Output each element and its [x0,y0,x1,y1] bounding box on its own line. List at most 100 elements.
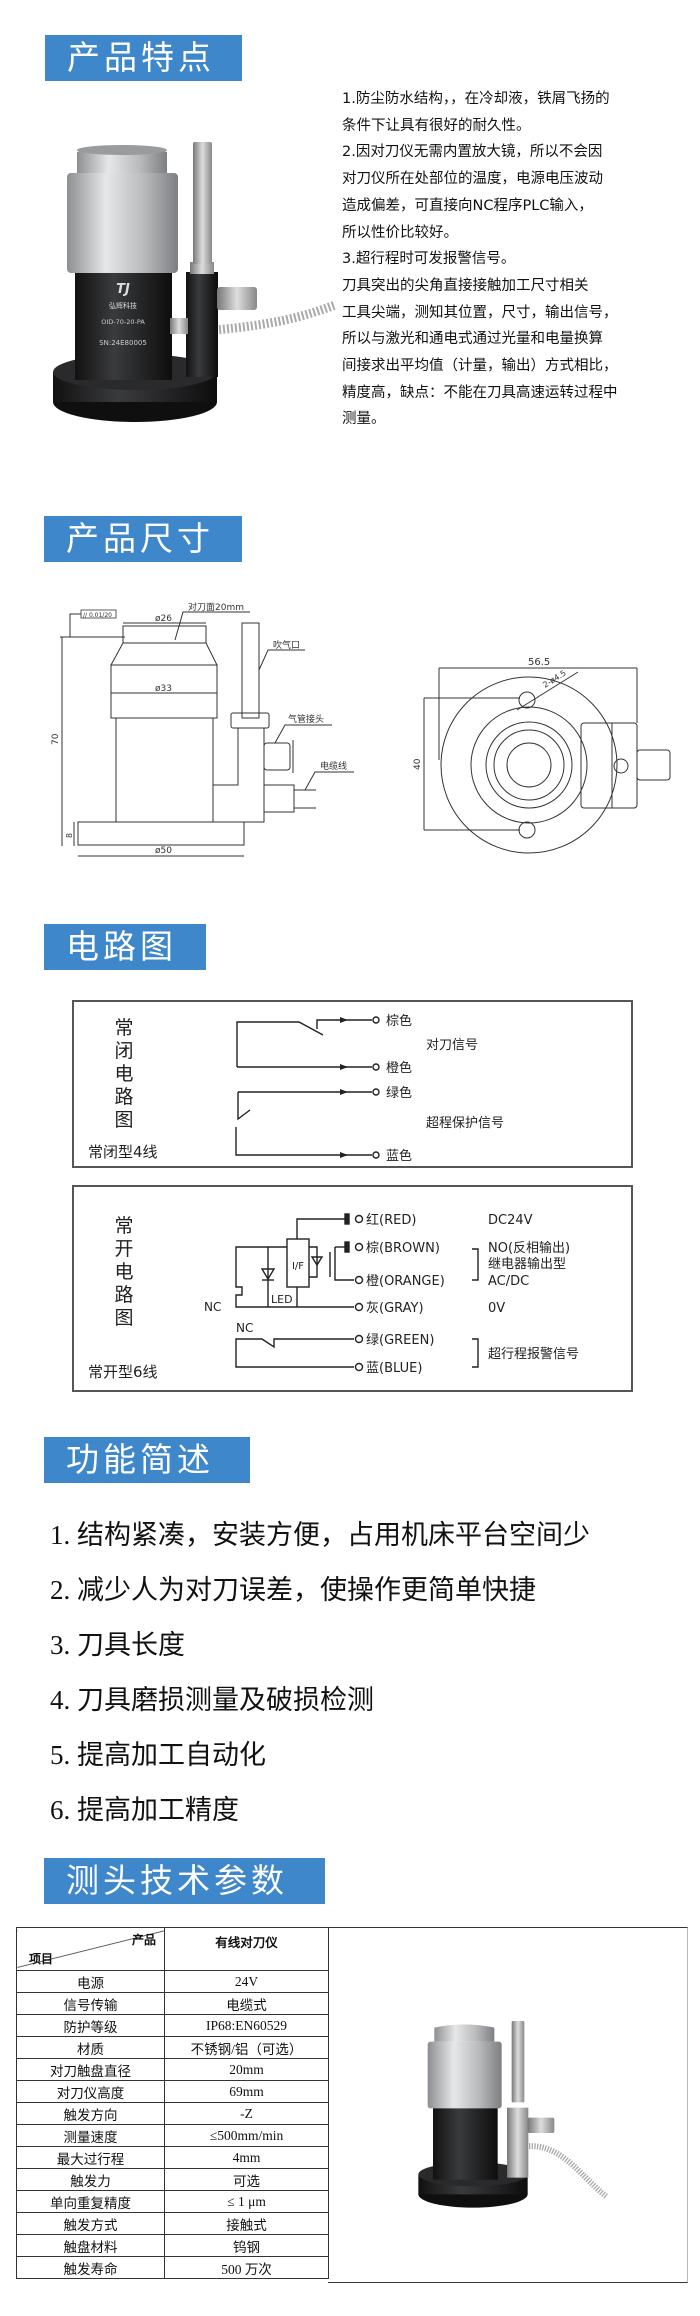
spec-value: -Z [164,2102,329,2125]
circuit-nc-box: 常 闭 电 路 图 常闭型4线 棕色 橙色 绿色 蓝色 对刀信号 超程保护信号 [72,1000,633,1168]
nc-title-char: 图 [114,1109,133,1131]
section-title-specs: 测头技术参数 [44,1858,325,1904]
led-label: LED [271,1293,293,1306]
overtravel-signal-label: 超程保护信号 [426,1116,504,1131]
spec-item: 防护等级 [16,2014,165,2037]
wire-blue-label: 蓝色 [386,1148,412,1164]
wire-green-label: 绿色 [386,1085,412,1101]
spec-item: 测量速度 [16,2124,165,2147]
wire-orange-label: 橙色 [386,1060,412,1076]
spec-item: 信号传输 [16,1992,165,2015]
no-type-label: 常开型6线 [88,1363,158,1381]
wire-red-label: 红(RED) [366,1212,416,1228]
feature-line: 条件下让具有很好的耐久性。 [342,117,531,134]
spec-item: 触发方式 [16,2212,165,2235]
wire-orange-label: 橙(ORANGE) [366,1274,445,1289]
wire-brown-label: 棕(BROWN) [366,1241,440,1256]
feature-line: 间接求出平均值（计量，输出）方式相比， [342,358,618,375]
nc-title-char: 常 [114,1017,133,1039]
function-item: 4. 刀具磨损测量及破损检测 [50,1685,374,1715]
table-row: 材质不锈钢/铝（可选） [16,2036,329,2059]
table-row: 触盘材料钨钢 [16,2234,329,2257]
nc-title-char: 电 [114,1063,133,1085]
spec-value: 69mm [164,2080,329,2103]
feature-line: 精度高，缺点：不能在刀具高速运转过程中 [342,384,618,401]
spec-item: 触盘材料 [16,2234,165,2257]
function-item: 2. 减少人为对刀误差，使操作更简单快捷 [50,1575,536,1605]
wire-blue-label: 蓝(BLUE) [366,1361,422,1376]
acdc-label: AC/DC [488,1274,529,1289]
table-row: 信号传输电缆式 [16,1992,329,2015]
section-title-dimensions: 产品尺寸 [44,516,242,562]
relay-output-label: 继电器输出型 [488,1256,566,1272]
model-number: OID-70-20-PA [101,318,145,326]
function-item: 5. 提高加工自动化 [50,1740,266,1770]
spec-image-cell [328,1927,688,2283]
no-output-label: NO(反相输出) [488,1240,570,1256]
spec-item: 单向重复精度 [16,2190,165,2213]
diameter-50-label: ø50 [155,846,172,856]
spec-value: ≤ 1 μm [164,2190,329,2213]
table-row: 触发力可选 [16,2168,329,2191]
brand-logo: TJ [116,282,130,297]
zero-volt-label: 0V [488,1301,505,1316]
spec-item: 电源 [16,1970,165,1993]
function-item: 1. 结构紧凑，安装方便，占用机床平台空间少 [50,1520,590,1550]
serial-number: SN:24E80005 [99,339,147,347]
spec-value: 24V [164,1970,329,1993]
feature-line: 对刀仪所在处部位的温度，电源电压波动 [342,171,603,188]
dc24v-label: DC24V [488,1213,533,1228]
wire-gray-label: 灰(GRAY) [366,1301,424,1316]
diameter-33-label: ø33 [155,684,172,694]
alarm-signal-label: 超行程报警信号 [488,1346,579,1362]
wire-green-label: 绿(GREEN) [366,1333,434,1348]
feature-line: 1.防尘防水结构，，在冷却液，铁屑飞扬的 [342,91,610,107]
feature-line: 所以与激光和通电式通过光量和电量换算 [342,331,603,348]
spec-item: 触发方向 [16,2102,165,2125]
width-56-label: 56.5 [528,657,550,668]
spec-item: 对刀触盘直径 [16,2058,165,2081]
header-item: 项目 [29,1952,54,1966]
spec-header-corner: 产品 项目 [16,1927,165,1971]
spec-value: ≤500mm/min [164,2124,329,2147]
spec-value: 不锈钢/铝（可选） [164,2036,329,2059]
no-title-char: 开 [114,1238,133,1260]
circuit-no-box: 常 开 电 路 图 常开型6线 I/F NC LED NC 红(RED) 棕(B… [72,1185,633,1392]
spec-value: 4mm [164,2146,329,2169]
height-40-label: 40 [413,758,423,770]
no-title-char: 电 [114,1261,133,1283]
spec-item: 最大过行程 [16,2146,165,2169]
height-70-label: 70 [51,733,61,745]
touch-face-label: 对刀面20mm [188,601,244,613]
features-text: 1.防尘防水结构，，在冷却液，铁屑飞扬的 条件下让具有很好的耐久性。 2.因对刀… [342,86,692,433]
brand-name: 弘辉科技 [109,301,137,310]
feature-line: 测量。 [342,411,386,428]
section-title-features: 产品特点 [45,35,242,81]
no-title-char: 图 [114,1307,133,1329]
top-view: 56.5 40 2-ø4.5 [413,657,671,854]
feature-line: 所以性价比较好。 [342,224,458,241]
nc-title-char: 路 [114,1086,133,1108]
table-row: 触发方向-Z [16,2102,329,2125]
spec-value: 20mm [164,2058,329,2081]
table-row: 单向重复精度≤ 1 μm [16,2190,329,2213]
dimension-drawing: // 0.01/20 70 ø26 对刀面20mm ø33 8 ø50 吹气口 … [51,601,671,857]
spec-value: 接触式 [164,2212,329,2235]
nc-label: NC [204,1300,221,1314]
height-8-label: 8 [65,833,74,838]
header-value: 有线对刀仪 [164,1927,329,1971]
side-view: // 0.01/20 70 ø26 对刀面20mm ø33 8 ø50 吹气口 … [51,601,354,857]
air-fitting-label: 气管接头 [288,713,324,725]
feature-line: 刀具突出的尖角直接接触加工尺寸相关 [342,277,589,294]
flatness-label: // 0.01/20 [83,612,112,619]
feature-line: 2.因对刀仪无需内置放大镜，所以不会因 [342,144,603,161]
spec-value: 500 万次 [164,2256,329,2279]
nc-title-char: 闭 [114,1040,133,1062]
spec-product-photo [418,2021,609,2208]
